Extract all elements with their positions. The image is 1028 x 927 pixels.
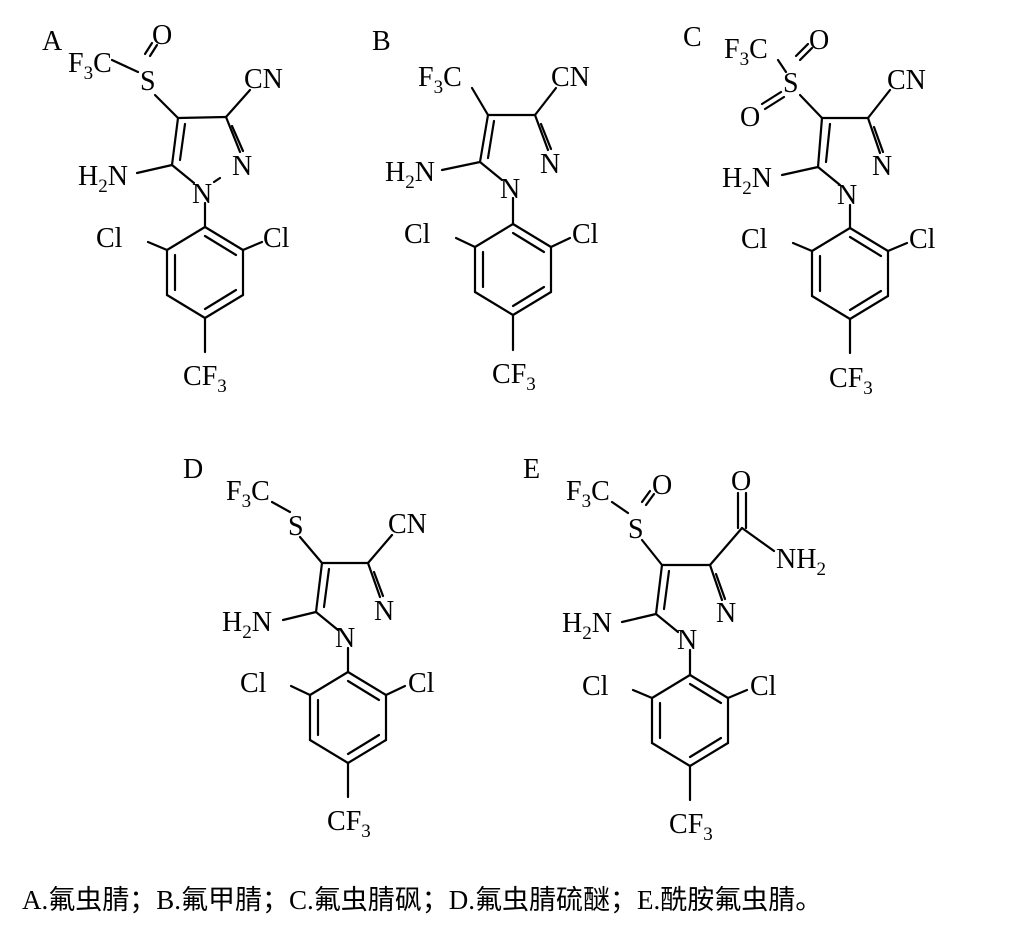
panel-label-e: E xyxy=(523,454,540,485)
svg-text:CN: CN xyxy=(388,509,427,540)
svg-text:O: O xyxy=(652,470,672,501)
svg-text:H2N: H2N xyxy=(385,157,435,193)
svg-text:N: N xyxy=(232,151,252,182)
svg-text:S: S xyxy=(288,511,304,542)
svg-text:F3C: F3C xyxy=(68,48,112,84)
svg-text:H2N: H2N xyxy=(722,163,772,199)
svg-text:F3C: F3C xyxy=(724,34,768,70)
svg-text:N: N xyxy=(837,180,857,211)
structure-d: D F3C S CN N N H2N Cl Cl CF3 xyxy=(183,454,435,842)
svg-text:Cl: Cl xyxy=(909,224,936,255)
svg-text:Cl: Cl xyxy=(750,671,777,702)
svg-text:Cl: Cl xyxy=(582,671,609,702)
svg-text:CN: CN xyxy=(244,64,283,95)
svg-text:S: S xyxy=(783,68,799,99)
svg-text:N: N xyxy=(374,596,394,627)
svg-text:N: N xyxy=(192,179,212,210)
svg-text:N: N xyxy=(677,625,697,656)
svg-text:S: S xyxy=(628,514,644,545)
structures-figure: A F3C S O CN N N xyxy=(42,20,936,845)
svg-text:CF3: CF3 xyxy=(183,361,227,397)
svg-text:N: N xyxy=(500,174,520,205)
svg-text:O: O xyxy=(152,20,172,51)
svg-text:N: N xyxy=(540,149,560,180)
svg-text:Cl: Cl xyxy=(96,223,123,254)
svg-text:CF3: CF3 xyxy=(829,363,873,399)
svg-text:N: N xyxy=(716,598,736,629)
structure-b: B F3C CN N N H2N Cl Cl CF3 xyxy=(372,26,599,395)
svg-text:CF3: CF3 xyxy=(327,806,371,842)
svg-text:S: S xyxy=(140,66,156,97)
svg-text:Cl: Cl xyxy=(240,668,267,699)
svg-text:N: N xyxy=(872,151,892,182)
svg-text:O: O xyxy=(731,466,751,497)
svg-text:O: O xyxy=(809,25,829,56)
svg-text:N: N xyxy=(335,623,355,654)
panel-label-c: C xyxy=(683,22,702,53)
svg-text:Cl: Cl xyxy=(263,223,290,254)
figure-caption: A.氟虫腈；B.氟甲腈；C.氟虫腈砜；D.氟虫腈硫醚；E.酰胺氟虫腈。 xyxy=(22,885,823,915)
panel-label-d: D xyxy=(183,454,203,485)
svg-text:CF3: CF3 xyxy=(669,809,713,845)
panel-label-b: B xyxy=(372,26,391,57)
svg-text:Cl: Cl xyxy=(404,219,431,250)
svg-text:CN: CN xyxy=(551,62,590,93)
svg-text:F3C: F3C xyxy=(418,62,462,98)
svg-text:CN: CN xyxy=(887,65,926,96)
svg-text:H2N: H2N xyxy=(78,161,128,197)
svg-text:F3C: F3C xyxy=(226,476,270,512)
svg-text:H2N: H2N xyxy=(562,608,612,644)
svg-text:H2N: H2N xyxy=(222,607,272,643)
panel-label-a: A xyxy=(42,26,63,57)
structure-e: E F3C S O O NH2 N N xyxy=(523,454,826,845)
svg-text:CF3: CF3 xyxy=(492,359,536,395)
structure-c: C F3C O S O CN N N H2N xyxy=(683,22,936,399)
svg-text:Cl: Cl xyxy=(572,219,599,250)
structure-a: A F3C S O CN N N xyxy=(42,20,290,397)
svg-text:O: O xyxy=(740,102,760,133)
svg-text:F3C: F3C xyxy=(566,476,610,512)
svg-text:NH2: NH2 xyxy=(776,544,826,580)
svg-text:Cl: Cl xyxy=(741,224,768,255)
svg-text:Cl: Cl xyxy=(408,668,435,699)
